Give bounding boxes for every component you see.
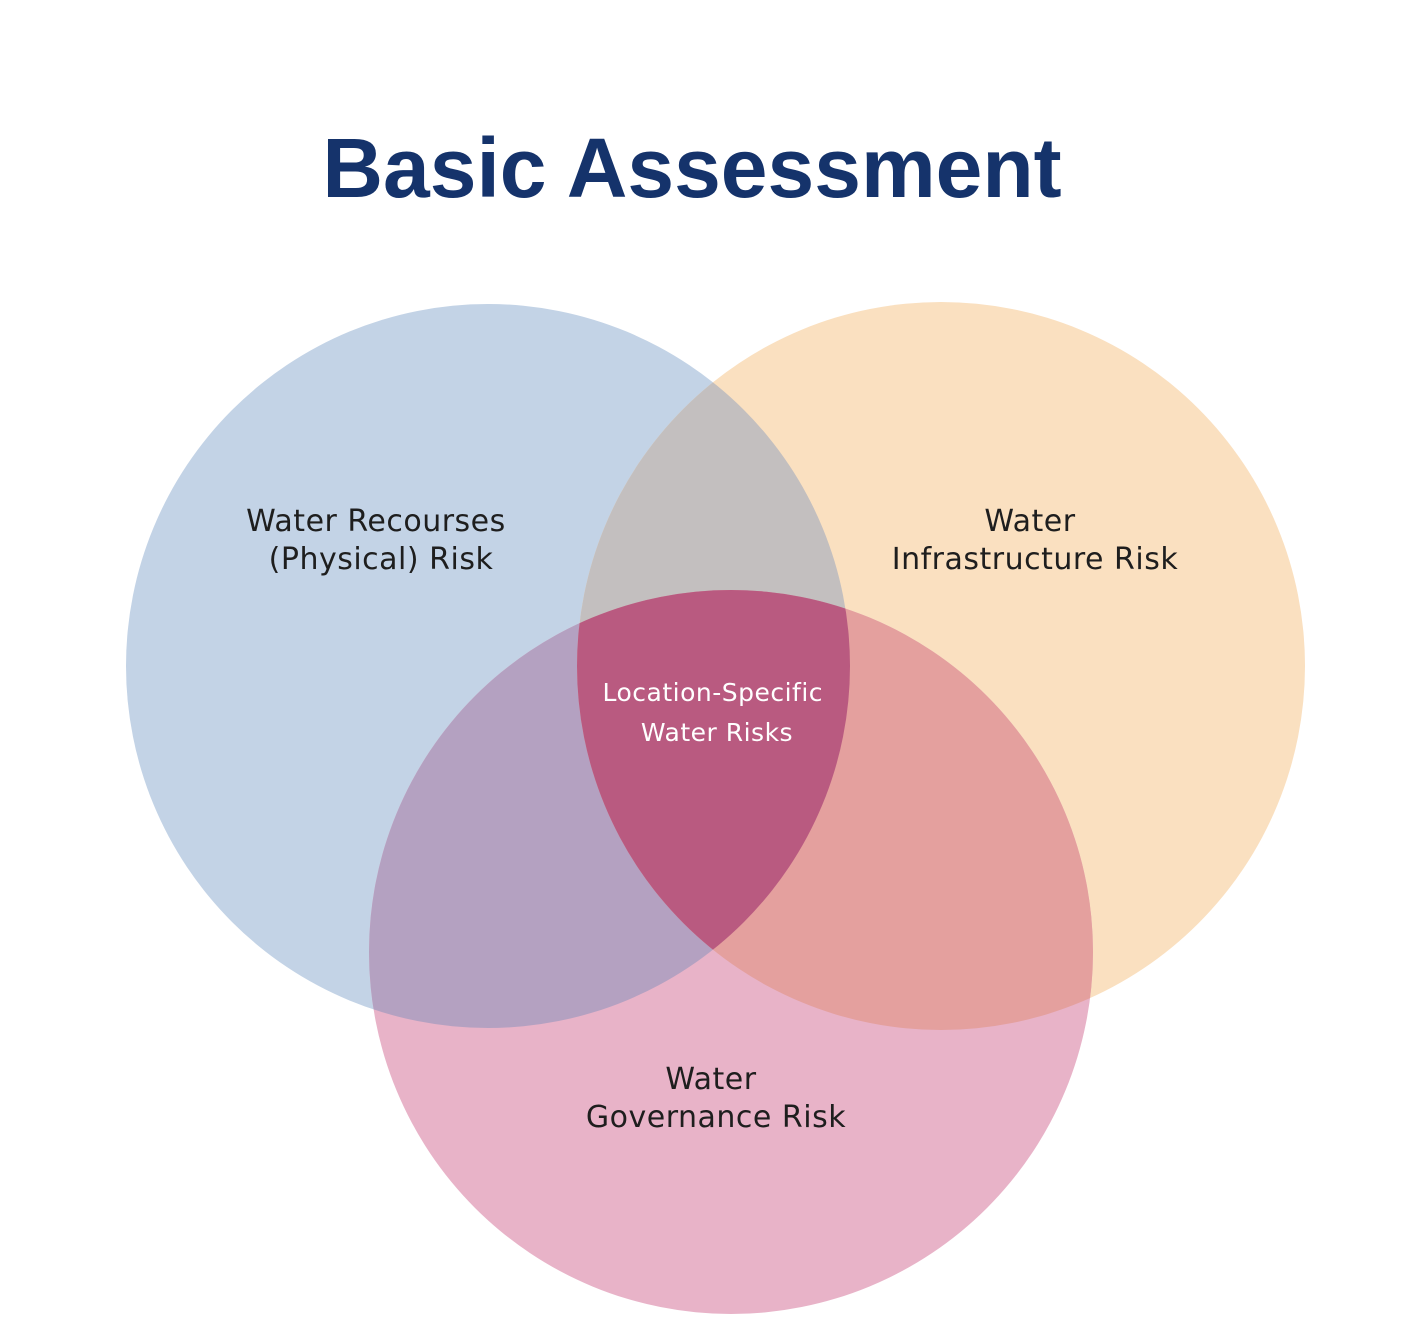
page-title: Basic Assessment	[322, 121, 1062, 215]
label-infrastructure-risk-line-2: Infrastructure Risk	[892, 542, 1179, 577]
label-physical-risk: Water Recourses (Physical) Risk	[246, 504, 516, 577]
label-physical-risk-line-2: (Physical) Risk	[269, 542, 494, 577]
label-governance-risk-line-1: Water	[665, 1062, 756, 1097]
label-infrastructure-risk: Water Infrastructure Risk	[892, 504, 1179, 577]
label-center-line-2: Water Risks	[641, 718, 793, 747]
label-infrastructure-risk-line-1: Water	[984, 504, 1075, 539]
label-location-specific-risks: Location-Specific Water Risks	[602, 678, 831, 747]
label-center-line-1: Location-Specific	[602, 678, 823, 707]
overlap-infrastructure-governance	[577, 590, 1093, 1030]
label-physical-risk-line-1: Water Recourses	[246, 504, 506, 539]
label-governance-risk-line-2: Governance Risk	[586, 1100, 846, 1135]
label-governance-risk: Water Governance Risk	[586, 1062, 846, 1135]
